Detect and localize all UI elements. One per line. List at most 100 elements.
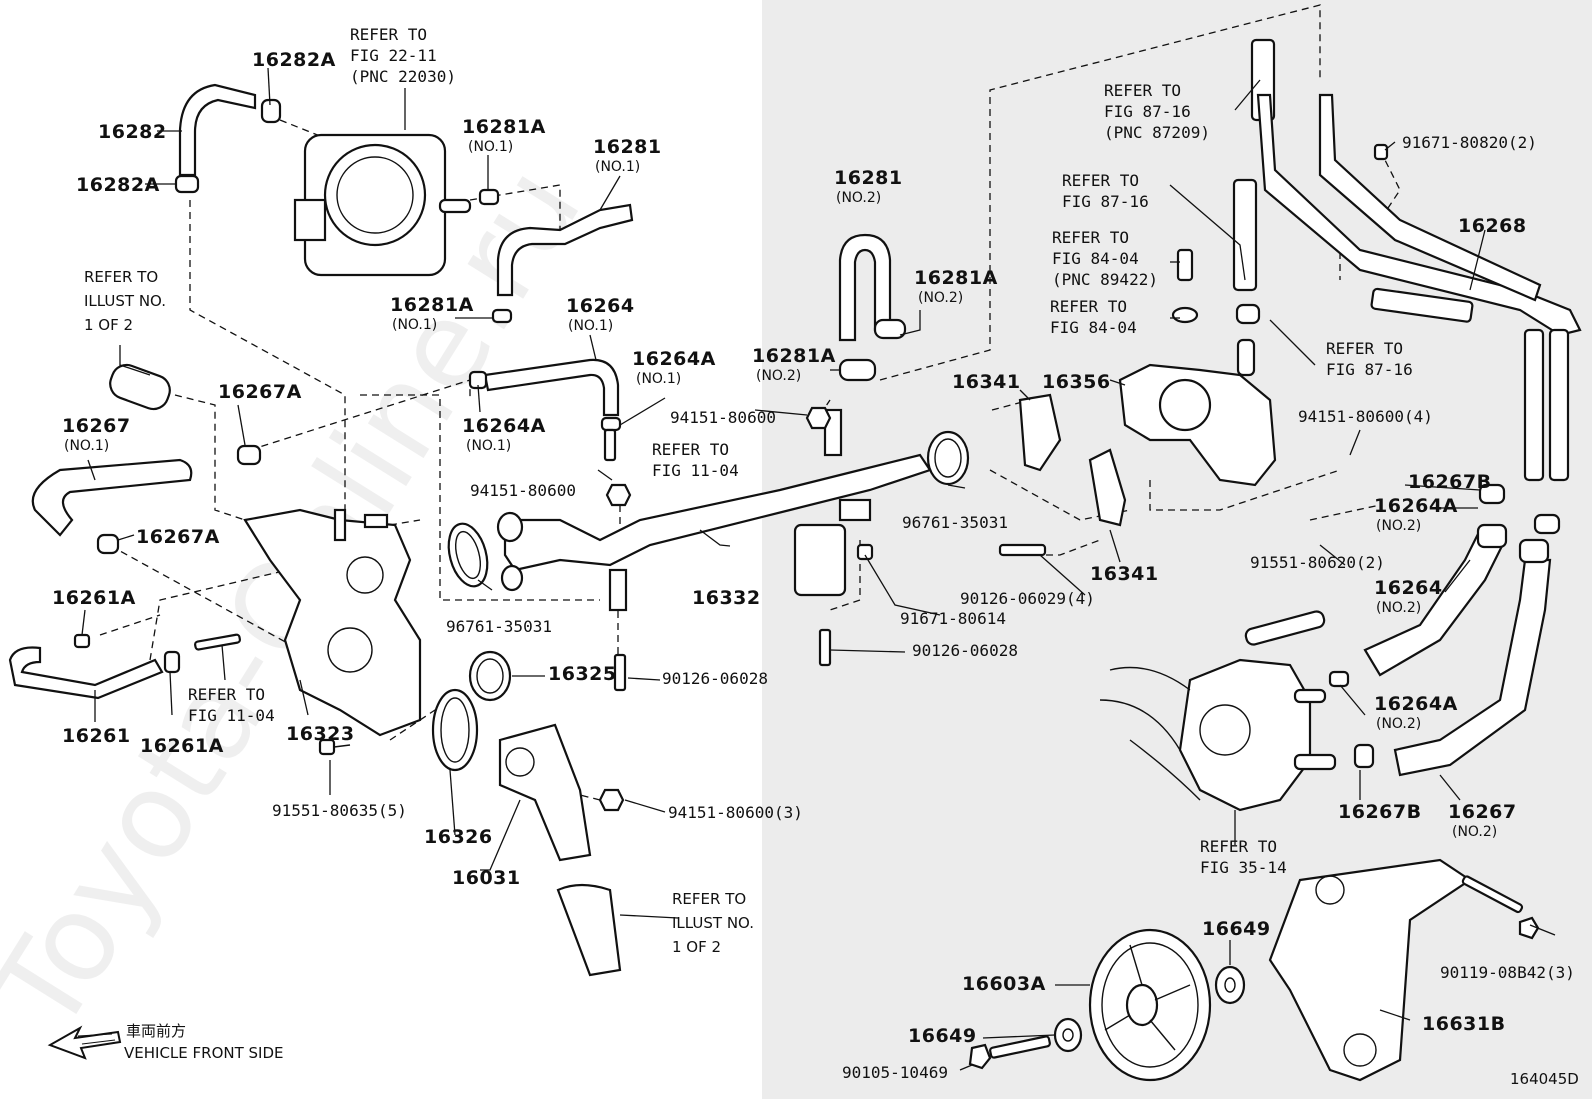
label-16356: 16356: [1042, 371, 1111, 393]
ref-illust-a-line2: ILLUST NO.: [84, 292, 166, 310]
thermostat-housing-16356: [1118, 248, 1277, 487]
ref-illust-b-line3: 1 OF 2: [672, 938, 721, 956]
ref-fig84a-line3: (PNC 89422): [1052, 270, 1158, 289]
label-16281A-no2-left-sub: (NO.2): [756, 368, 801, 384]
bracket-91671-80614: [793, 523, 874, 667]
water-outlet-16031: [498, 723, 622, 977]
bolt-91551-80635: [318, 738, 351, 756]
label-90105-10469: 90105-10469: [842, 1063, 948, 1082]
label-16282: 16282: [98, 121, 167, 143]
label-16281A-no2-right: 16281A: [914, 267, 998, 289]
label-91671-80820: 91671-80820(2): [1402, 133, 1537, 152]
label-16281-no2: 16281: [834, 167, 903, 189]
label-16281A-no1-top-sub: (NO.1): [468, 139, 513, 155]
hose-16281-no1: [478, 188, 634, 324]
label-16261: 16261: [62, 725, 131, 747]
label-16603A: 16603A: [962, 973, 1046, 995]
hose-16282: [174, 83, 282, 194]
bracket-16631B: [1268, 858, 1472, 1082]
label-16264A-no2-top: 16264A: [1374, 495, 1458, 517]
throttle-body: [293, 133, 472, 277]
studs-and-nuts-left: [598, 406, 832, 812]
label-16268: 16268: [1458, 215, 1527, 237]
label-16649-top: 16649: [1202, 918, 1271, 940]
ref-fig87a-line2: FIG 87-16: [1104, 102, 1191, 121]
ref-illust-b-line2: ILLUST NO.: [672, 914, 754, 932]
ref-fig87c-line1: REFER TO: [1326, 339, 1403, 358]
label-90126-06028-left: 90126-06028: [662, 669, 768, 688]
label-16323: 16323: [286, 723, 355, 745]
label-16264A-no2-bottom-sub: (NO.2): [1376, 716, 1421, 732]
label-16267-no1: 16267: [62, 415, 131, 437]
ref-fig11b-line1: REFER TO: [188, 685, 265, 704]
label-91671-80614: 91671-80614: [900, 609, 1006, 628]
label-16267-no2: 16267: [1448, 801, 1517, 823]
label-16281A-no2-left: 16281A: [752, 345, 836, 367]
label-16264-no2-sub: (NO.2): [1376, 600, 1421, 616]
ref-fig87c-line2: FIG 87-16: [1326, 360, 1413, 379]
label-16281A-no1-mid-sub: (NO.1): [392, 317, 437, 333]
label-90126-06028-right: 90126-06028: [912, 641, 1018, 660]
label-16281-no1: 16281: [593, 136, 662, 158]
label-90119-08B42: 90119-08B42(3): [1440, 963, 1575, 982]
gaskets-16341: [998, 393, 1127, 557]
label-16264-no1-sub: (NO.1): [568, 318, 613, 334]
label-96761-35031-left: 96761-35031: [446, 617, 552, 636]
ref-fig22-line3: (PNC 22030): [350, 67, 456, 86]
label-16267A-bottom: 16267A: [136, 526, 220, 548]
label-16326: 16326: [424, 826, 493, 848]
label-16261A-top: 16261A: [52, 587, 136, 609]
ref-fig84b-line1: REFER TO: [1050, 297, 1127, 316]
front-side-jp: 車両前方: [126, 1022, 186, 1040]
ref-fig11a-line2: FIG 11-04: [652, 461, 739, 480]
label-16264A-no2-bottom: 16264A: [1374, 693, 1458, 715]
ref-fig22-line2: FIG 22-11: [350, 46, 437, 65]
label-16264A-no1-left: 16264A: [462, 415, 546, 437]
label-16282A-top: 16282A: [252, 49, 336, 71]
leader-lines: [81, 67, 1556, 1071]
ref-fig22-line1: REFER TO: [350, 25, 427, 44]
hose-16261: [8, 633, 181, 700]
bolt-90119-08B42: [1461, 875, 1540, 940]
diagram-code: 164045D: [1510, 1070, 1579, 1088]
ref-illust-a-line1: REFER TO: [84, 268, 158, 286]
label-16649-bottom: 16649: [908, 1025, 977, 1047]
ref-fig84b-line2: FIG 84-04: [1050, 318, 1137, 337]
label-16267B-top: 16267B: [1408, 471, 1492, 493]
vehicle-front-arrow: [47, 1025, 122, 1060]
label-94151-80600-mid: 94151-80600: [470, 481, 576, 500]
label-16264A-no1-left-sub: (NO.1): [466, 438, 511, 454]
label-16264A-no1-right: 16264A: [632, 348, 716, 370]
front-side-en: VEHICLE FRONT SIDE: [124, 1044, 284, 1062]
label-16264-no1: 16264: [566, 295, 635, 317]
label-16267-no2-sub: (NO.2): [1452, 824, 1497, 840]
ref-fig87b-line2: FIG 87-16: [1062, 192, 1149, 211]
right-panel-background: [762, 0, 1592, 1099]
label-16264A-no2-top-sub: (NO.2): [1376, 518, 1421, 534]
label-16031: 16031: [452, 867, 521, 889]
label-group-left: 16282A 16282 16282A REFER TO FIG 22-11 (…: [52, 25, 803, 1062]
ref-fig35-line2: FIG 35-14: [1200, 858, 1287, 877]
label-16282A-bottom: 16282A: [76, 174, 160, 196]
label-16281-no1-sub: (NO.1): [595, 159, 640, 175]
ref-fig87b-line1: REFER TO: [1062, 171, 1139, 190]
label-94151-80600-top: 94151-80600: [670, 408, 776, 427]
label-94151-80600-3: 94151-80600(3): [668, 803, 803, 822]
pulley-16603A: [1088, 928, 1212, 1082]
ref-fig35-line1: REFER TO: [1200, 837, 1277, 856]
ref-fig11b-line2: FIG 11-04: [188, 706, 275, 725]
hose-16264-no1: [468, 358, 622, 432]
label-16281A-no2-right-sub: (NO.2): [918, 290, 963, 306]
hose-16267-no1: [31, 363, 262, 555]
water-bypass-pipe-16268: [1256, 93, 1582, 482]
ref-fig87a-line1: REFER TO: [1104, 81, 1181, 100]
label-16267-no1-sub: (NO.1): [64, 438, 109, 454]
water-pump-assembly: [1099, 610, 1337, 812]
label-16281A-no1-mid: 16281A: [390, 294, 474, 316]
label-16341-bottom: 16341: [1090, 563, 1159, 585]
gaskets: [431, 430, 970, 772]
label-91551-80635: 91551-80635(5): [272, 801, 407, 820]
ref-illust-a-line3: 1 OF 2: [84, 316, 133, 334]
hose-16281-no2: [838, 233, 907, 382]
